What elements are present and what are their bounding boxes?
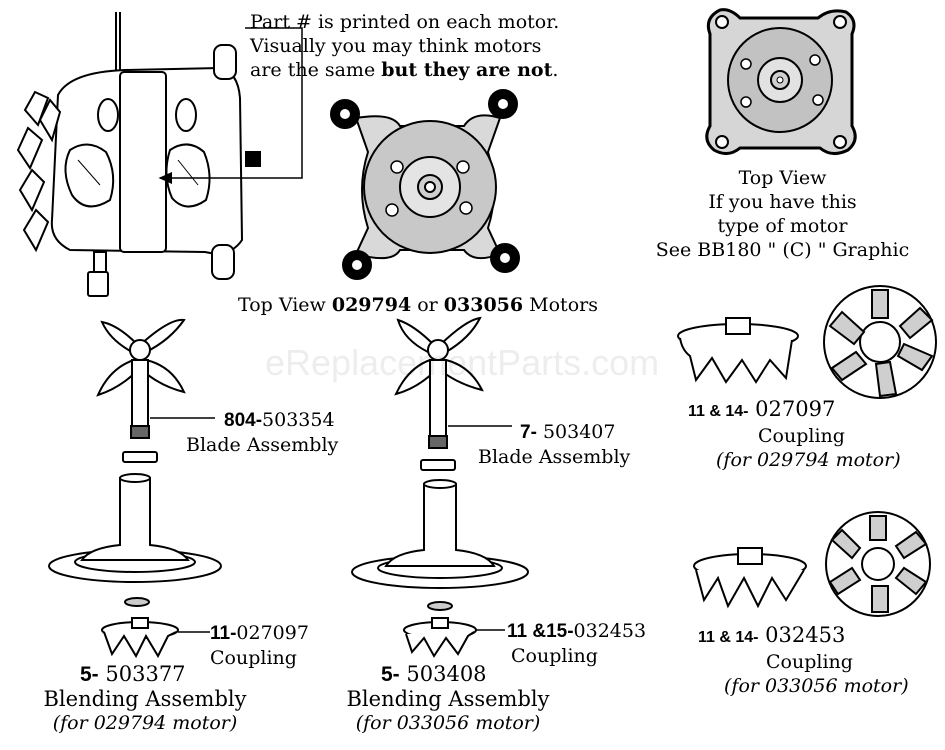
blade-left-part: 503354 (262, 409, 335, 431)
coupling-032453-part: 032453 (765, 623, 846, 647)
coupling-middle-label: Coupling (511, 645, 598, 667)
blend-middle-label: Blending Assembly (346, 687, 550, 711)
coupling-small-left (101, 617, 210, 659)
coupling-027097-side (677, 317, 799, 384)
blend-middle-num: 5- (381, 663, 400, 686)
top-view-center-part1: 029794 (331, 294, 412, 316)
top-view-center-caption: Top View 029794 or 033056 Motors (238, 293, 598, 317)
coupling-027097-label: 11 & 14- 027097 Coupling (for 029794 mot… (688, 397, 901, 472)
coupling-left-label: Coupling (210, 647, 297, 669)
top-view-center-post: Motors (523, 294, 598, 316)
coupling-middle-part: 032453 (573, 620, 647, 642)
top-view-center-mid: or (411, 294, 444, 316)
coupling-027097-text: Coupling (758, 425, 845, 447)
coupling-small-middle (403, 617, 505, 658)
motor-note-line3-pre: are the same (250, 59, 382, 81)
coupling-027097-note: (for 029794 motor) (716, 449, 901, 471)
blend-left-part: 503377 (105, 662, 186, 686)
motor-note-line1: Part # is printed on each motor. (250, 11, 560, 33)
blend-left-label: Blending Assembly (43, 687, 247, 711)
coupling-middle-num: 11 &15- (507, 621, 574, 642)
coupling-032453-num: 11 & 14- (698, 629, 759, 646)
blade-middle-num: 7- (520, 422, 537, 443)
blade-label-middle: 7- 503407 Blade Assembly (478, 420, 630, 469)
coupling-032453-top (825, 511, 931, 617)
blending-base-left (48, 473, 222, 607)
blade-label-left: 804-503354 Blade Assembly (186, 408, 338, 457)
coupling-032453-side (693, 547, 807, 609)
motor-note: Part # is printed on each motor. Visuall… (250, 10, 559, 82)
motor-top-view-center (330, 89, 520, 280)
coupling-label-left: 11-027097 Coupling (210, 621, 309, 670)
motor-note-line3-bold: but they are not (381, 59, 553, 81)
motor-top-view-right (705, 8, 857, 155)
top-view-center-part2: 033056 (443, 294, 524, 316)
coupling-032453-text: Coupling (766, 651, 853, 673)
coupling-027097-part: 027097 (755, 397, 836, 421)
blade-assembly-left (96, 318, 215, 463)
blend-middle-part: 503408 (406, 662, 487, 686)
part-number-arrow (158, 27, 303, 184)
coupling-032453-label: 11 & 14- 032453 Coupling (for 033056 mot… (698, 623, 909, 698)
motor-note-line3: are the same but they are not. (250, 58, 559, 82)
coupling-027097-num: 11 & 14- (688, 403, 749, 420)
blending-label-middle: 5- 503408 Blending Assembly (for 033056 … (333, 662, 563, 735)
motor-note-line2: Visually you may think motors (250, 35, 542, 57)
blade-middle-part: 503407 (542, 421, 616, 443)
blade-assembly-middle (394, 316, 512, 471)
coupling-027097-top (823, 285, 937, 399)
blade-middle-label: Blade Assembly (478, 446, 631, 468)
blend-middle-note: (for 033056 motor) (355, 712, 541, 734)
coupling-label-middle: 11 &15-032453 Coupling (507, 619, 646, 668)
top-view-center-pre: Top View (238, 294, 332, 316)
blend-left-num: 5- (80, 663, 99, 686)
blending-base-middle (351, 479, 529, 611)
top-view-right-caption: Top View If you have this type of motor … (650, 166, 915, 262)
coupling-left-part: 027097 (236, 622, 309, 644)
top-view-right-line4: See BB180 " (C) " Graphic (655, 239, 910, 261)
blend-left-note: (for 029794 motor) (52, 712, 238, 734)
coupling-left-num: 11- (210, 623, 237, 644)
motor-side-view (16, 12, 261, 297)
motor-note-line3-post: . (552, 59, 559, 81)
blade-left-label: Blade Assembly (186, 434, 339, 456)
watermark: eReplacementParts.com (265, 342, 660, 383)
top-view-right-line3: type of motor (717, 215, 848, 237)
top-view-right-line1: Top View (738, 167, 827, 189)
blending-label-left: 5- 503377 Blending Assembly (for 029794 … (30, 662, 260, 735)
blade-left-num: 804- (224, 410, 263, 431)
top-view-right-line2: If you have this (708, 191, 857, 213)
coupling-032453-note: (for 033056 motor) (724, 675, 909, 697)
